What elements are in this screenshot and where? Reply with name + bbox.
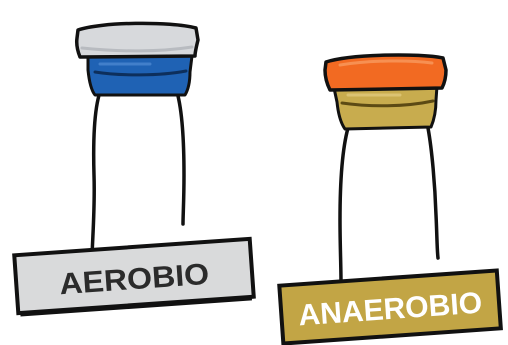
anaerobic-bottle-neck-left	[340, 128, 348, 283]
anaerobic-label: ANAEROBIO	[279, 270, 501, 343]
aerobic-bottle: AEROBIO	[14, 23, 254, 315]
anaerobic-cap-band	[334, 86, 437, 129]
aerobic-bottle-neck-left	[92, 92, 100, 256]
anaerobic-bottle-neck-right	[428, 128, 438, 258]
anaerobic-bottle: ANAEROBIO	[279, 55, 501, 344]
aerobic-label: AEROBIO	[14, 239, 254, 315]
aerobic-bottle-neck-right	[177, 92, 184, 224]
